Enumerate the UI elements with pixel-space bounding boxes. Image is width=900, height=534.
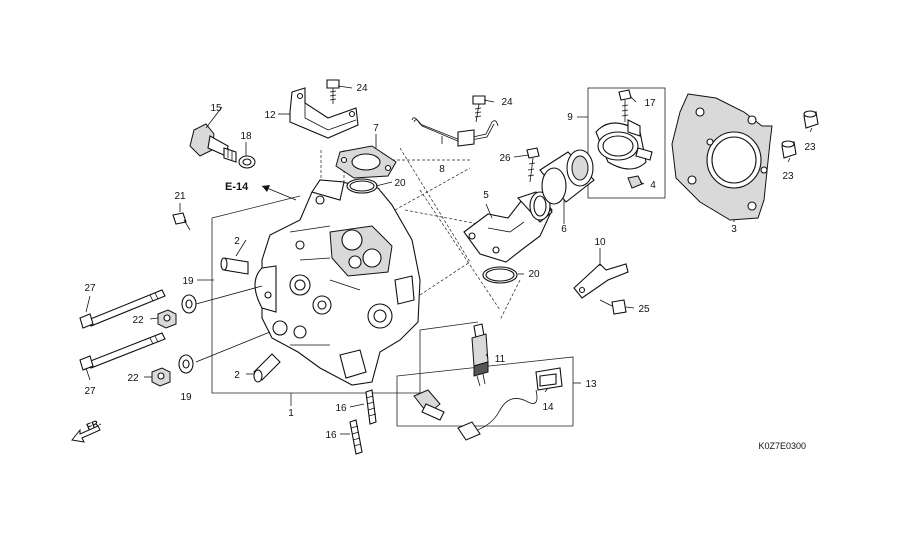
callout-16-lower: 16: [325, 430, 337, 441]
cylinder-gasket-3: [671, 93, 773, 221]
leader-lines: [85, 85, 813, 435]
stud-bolt-27-upper: [79, 289, 166, 329]
callout-14: 14: [542, 402, 554, 413]
manifold-gasket-7: [335, 145, 397, 179]
screw-17: [618, 89, 632, 122]
callout-2-lower: 2: [234, 370, 240, 381]
callout-10: 10: [594, 237, 606, 248]
nut-4: [627, 175, 643, 189]
callout-4: 4: [650, 180, 656, 191]
bolt-21: [172, 212, 191, 231]
callout-22-upper: 22: [132, 315, 144, 326]
callout-7: 7: [373, 123, 379, 134]
callout-18: 18: [240, 131, 252, 142]
callout-1: 1: [288, 408, 294, 419]
bolt-24-upper: [326, 79, 340, 104]
callout-2-upper: 2: [234, 236, 240, 247]
sensor-kit-frame: [396, 356, 574, 427]
callout-20-upper: 20: [394, 178, 406, 189]
dowel-23-lower: [781, 140, 797, 159]
callout-17: 17: [644, 98, 656, 109]
callout-23-upper: 23: [804, 142, 816, 153]
callout-11: 11: [495, 354, 506, 365]
washer-19-lower: [178, 354, 194, 374]
bracket-10: [573, 263, 629, 299]
callout-26: 26: [499, 153, 511, 164]
o2-sensor-harness-14: [413, 367, 563, 441]
callout-16-upper: 16: [335, 403, 347, 414]
callout-23-lower: 23: [782, 171, 794, 182]
dowel-pin-2-upper: [220, 257, 249, 275]
callout-27-lower: 27: [84, 386, 96, 397]
callout-27-upper: 27: [84, 283, 96, 294]
callout-24-upper: 24: [356, 83, 368, 94]
breather-tube-8: [411, 117, 499, 147]
callout-20-lower: 20: [528, 269, 540, 280]
bolt-25: [599, 299, 627, 315]
temperature-sensor-15: [189, 123, 237, 163]
callout-3: 3: [731, 224, 737, 235]
callout-15: 15: [210, 103, 222, 114]
carburetor-insulator-6: [539, 149, 595, 205]
washer-19-upper: [181, 294, 197, 314]
callout-12: 12: [264, 110, 276, 121]
callout-6: 6: [561, 224, 567, 235]
reference-arrow: [261, 185, 297, 201]
head-cover-plate: [289, 87, 359, 139]
o-ring-20-upper-inner: [349, 180, 375, 192]
callout-5: 5: [483, 190, 489, 201]
nut-22-lower: [151, 367, 171, 387]
screw-26: [526, 147, 540, 183]
callout-8: 8: [439, 164, 445, 175]
spark-plug-11: [471, 323, 489, 387]
front-direction-arrow-icon: [71, 425, 101, 443]
drawing-code: K0Z7E0300: [758, 441, 806, 451]
stud-16-upper: [365, 389, 377, 425]
stud-16-lower: [349, 419, 363, 455]
callout-19-lower: 19: [180, 392, 192, 403]
dowel-pin-2-lower: [253, 353, 281, 383]
intake-pipe-5: [463, 191, 553, 263]
band-clamp-9: [595, 119, 653, 170]
bolt-24-right: [472, 95, 486, 123]
callout-25: 25: [638, 304, 650, 315]
nut-22-upper: [157, 309, 177, 329]
insulator-kit-frame: [587, 87, 666, 199]
reference-label: E-14: [225, 181, 249, 193]
callout-22-lower: 22: [127, 373, 139, 384]
callout-21: 21: [174, 191, 186, 202]
callout-24-right: 24: [501, 97, 513, 108]
washer-18-hole: [242, 158, 252, 166]
o-ring-20-lower-inner: [485, 268, 515, 282]
cylinder-head: [254, 179, 421, 386]
callout-13: 13: [585, 379, 597, 390]
dowel-23-upper: [803, 110, 819, 129]
callout-9: 9: [567, 112, 573, 123]
callout-19-upper: 19: [182, 276, 194, 287]
stud-bolt-27-lower: [79, 332, 166, 371]
